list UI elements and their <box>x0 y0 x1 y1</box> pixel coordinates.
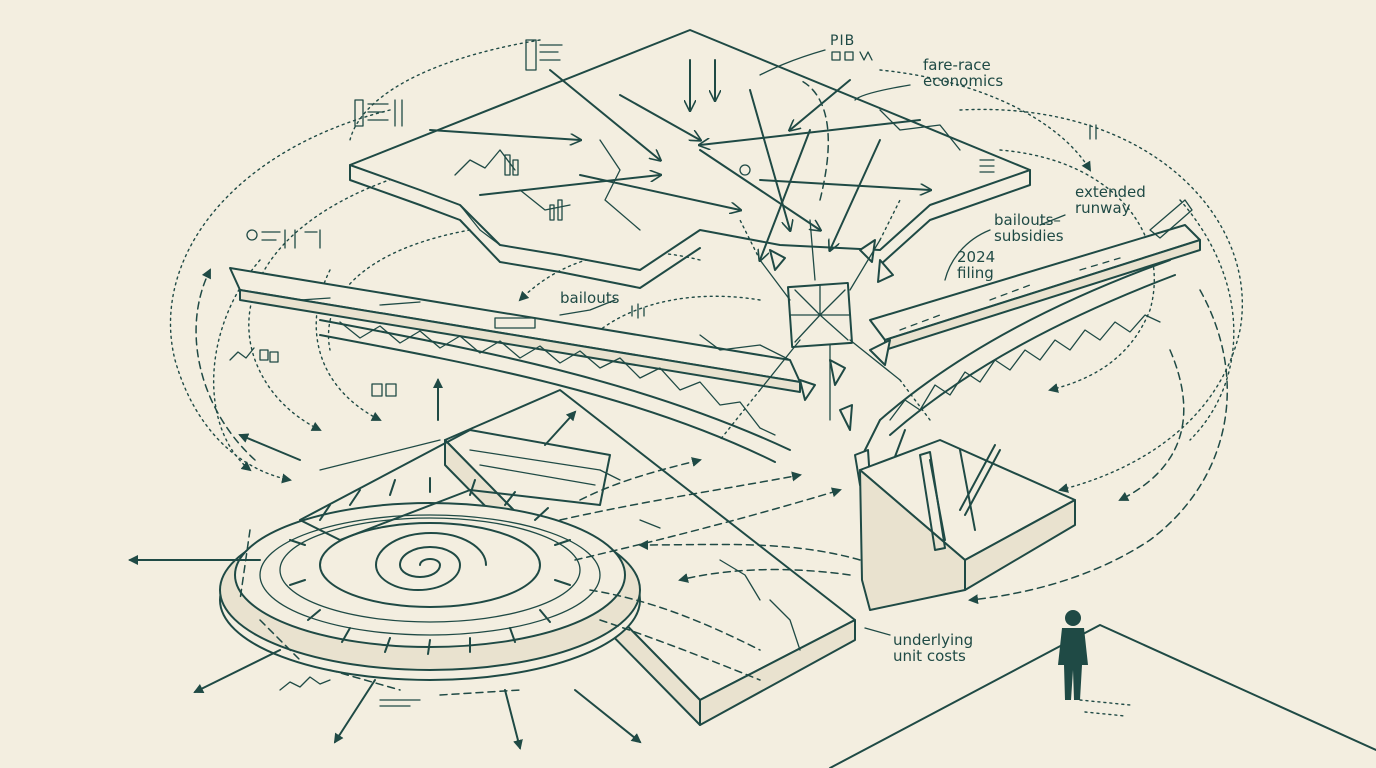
label-extended-runway: extended runway <box>1075 183 1146 217</box>
mini-chart-icons <box>229 39 1097 397</box>
label-fare-race-economics: fare-race economics <box>923 56 1004 90</box>
label-pib-glyph: PIB <box>830 33 856 49</box>
top-platform-arrows <box>429 59 930 260</box>
label-underlying-unit-costs: underlying unit costs <box>893 631 974 665</box>
right-slab <box>859 439 1076 611</box>
person-figure <box>1058 610 1088 700</box>
label-bailouts: bailouts <box>560 289 620 307</box>
ground-plane <box>829 624 1376 768</box>
label-leader-lines <box>559 49 1066 636</box>
left-bridge <box>229 267 801 463</box>
right-bridge <box>859 199 1201 471</box>
label-2024-filing: 2024 filing <box>957 248 996 282</box>
shatter-burst <box>719 199 931 521</box>
outward-arrows <box>128 378 642 750</box>
label-bailouts-subsidies: bailouts– subsidies <box>994 211 1064 245</box>
dashed-arrows <box>195 79 1228 681</box>
gear-mechanism <box>219 429 641 707</box>
top-platform <box>349 29 1031 289</box>
